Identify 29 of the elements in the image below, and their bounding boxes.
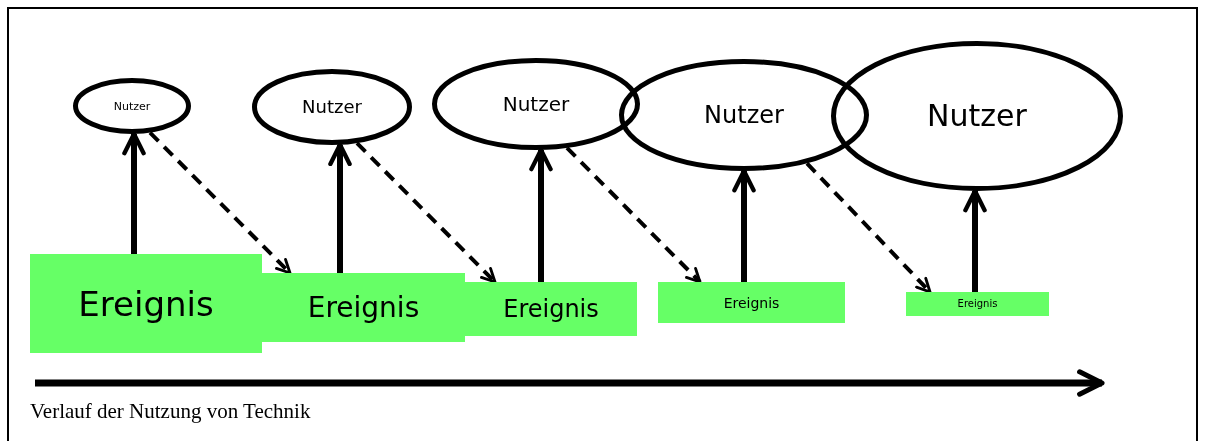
node-label: Nutzer <box>113 100 151 112</box>
arrow <box>328 142 352 273</box>
node-label: Ereignis <box>78 286 214 321</box>
arrow <box>355 141 497 284</box>
user-ellipse <box>73 78 191 134</box>
arrow <box>963 188 987 292</box>
event-box <box>30 254 262 353</box>
node-label: Nutzer <box>502 94 570 114</box>
node-label: Ereignis <box>307 293 420 322</box>
user-ellipse <box>252 69 412 145</box>
node-label: Nutzer <box>927 101 1027 131</box>
event-box <box>906 292 1049 316</box>
arrow <box>805 162 932 294</box>
user-ellipse <box>619 59 869 171</box>
user-ellipse <box>831 41 1123 191</box>
user-ellipse <box>432 58 640 150</box>
node-label: Nutzer <box>302 98 362 116</box>
node-label: Ereignis <box>723 295 780 310</box>
node-label: Ereignis <box>503 297 599 321</box>
caption: Verlauf der Nutzung von Technik <box>30 399 311 424</box>
node-label: Ereignis <box>957 299 998 309</box>
arrow <box>732 168 756 282</box>
arrow <box>148 131 292 275</box>
arrow <box>122 131 146 254</box>
arrow <box>565 146 702 284</box>
event-box <box>465 282 637 336</box>
event-box <box>658 282 845 323</box>
arrow <box>529 147 553 282</box>
node-label: Nutzer <box>704 103 784 127</box>
